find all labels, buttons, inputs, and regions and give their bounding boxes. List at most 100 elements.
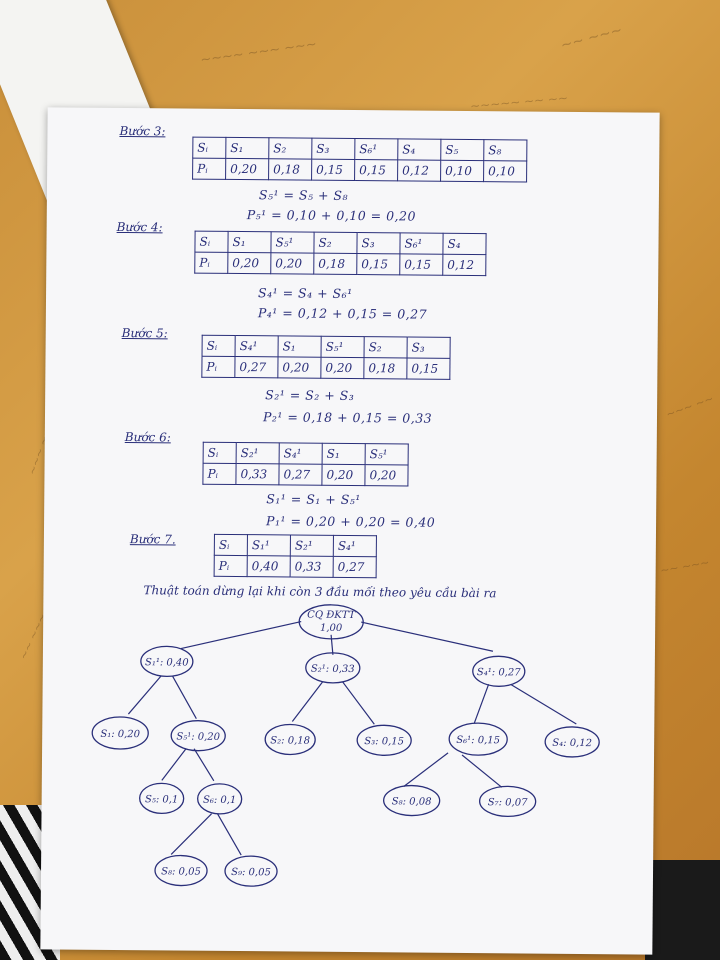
table-cell: 0,12 [442,254,486,276]
tree-edge [403,752,449,787]
tree-edge [172,676,197,719]
table-cell: 0,12 [397,159,441,182]
tree-node-ellipse [224,855,278,887]
table-row-header: Sᵢ [194,231,229,253]
table-cell: S₆¹ [399,232,444,255]
step-label: Bước 3: [119,123,166,139]
desk-scribble: ~~ ~~~ [559,22,625,54]
table-row-header: Sᵢ [192,137,226,159]
tree-edge [291,681,324,722]
table-cell: 0,15 [406,357,451,380]
table-cell: 0,20 [227,252,271,274]
tree-node-s9: S₉: 0,05 [231,867,271,878]
tree-edge [193,748,215,782]
step-label: Bước 4: [116,219,163,235]
probability-formula: P₄¹ = 0,12 + 0,15 = 0,27 [257,305,428,322]
conclusion-text: Thuật toán dừng lại khi còn 3 đầu mối th… [143,583,497,601]
table-cell: S₁ [227,231,272,253]
tree-node-s3: S₃: 0,15 [364,736,404,747]
tree-node-ellipse [170,720,226,752]
tree-node-ellipse [139,782,185,815]
tree-node-s1-prime: S₁¹: 0,40 [145,657,189,668]
table-cell: S₄¹ [279,442,323,465]
tree-node-s8: S₈: 0,08 [392,796,432,807]
table-row-header: Sᵢ [214,534,248,556]
probability-formula: P₅¹ = 0,10 + 0,10 = 0,20 [246,207,417,224]
tree-edge [180,620,302,650]
tree-node-s4: S₄: 0,12 [552,738,592,749]
tree-edge [461,754,503,788]
merge-formula: S₄¹ = S₄ + S₆¹ [258,285,353,302]
table-row-header: Pᵢ [192,158,226,180]
tree-edge [510,683,577,725]
table-cell: S₂ [364,336,408,358]
tree-edge [342,681,375,725]
tree-node-ellipse [472,655,526,687]
tree-node-s1: S₁: 0,20 [100,729,140,740]
table-cell: S₅ [440,139,484,161]
table-cell: 0,20 [277,356,322,379]
table-row-header: Pᵢ [202,463,237,485]
tree-edges [127,620,577,856]
root-node-title: CQ ĐKTT [307,610,357,621]
tree-node-s8-leaf: S₈: 0,05 [161,866,201,877]
tree-node-labels: CQ ĐKTT 1,00 S₁¹: 0,40 S₂¹: 0,33 S₄¹: 0,… [100,610,592,879]
table-cell: 0,15 [311,159,355,181]
root-node-value: 1,00 [320,623,343,634]
tree-node-ellipse [478,785,537,818]
tree-node-ellipse [383,784,441,817]
table-row-header: Pᵢ [214,555,248,577]
table-cell: 0,15 [354,159,398,181]
merge-formula: S₅¹ = S₅ + S₈ [258,187,349,203]
tree-edge [473,684,490,724]
tree-node-ellipse [544,726,600,758]
table-cell: 0,27 [278,463,323,486]
table-cell: S₃ [311,138,355,160]
tree-node-ellipse [298,604,364,640]
desk-scribble: ~~~~ ~~~ ~~~ [199,36,318,69]
table-row-header: Pᵢ [201,356,236,378]
probability-formula: P₁¹ = 0,20 + 0,20 = 0,40 [266,513,436,530]
table-cell: S₂¹ [290,534,334,557]
step-label: Bước 7. [129,532,176,547]
table-cell: S₅¹ [321,336,365,358]
tree-node-s5: S₅: 0,1 [145,794,178,805]
tree-node-s2-prime: S₂¹: 0,33 [311,664,355,675]
table-cell: S₂ [313,232,358,254]
table-cell: S₃ [356,232,401,254]
table-cell: 0,27 [234,356,279,378]
table-cell: 0,20 [320,357,365,379]
table-cell: S₈ [483,139,527,162]
tree-node-ellipse [197,783,243,815]
tree-edge [361,621,494,652]
desk-scribble: ~~ ~~~ [659,555,711,578]
table-cell: 0,40 [247,555,291,577]
tree-node-ellipse [264,723,316,756]
table-cell: 0,20 [364,464,409,487]
tree-edge [161,748,187,781]
table-cell: 0,15 [356,253,400,275]
table-cell: S₁ [225,137,269,159]
tree-edge [170,813,212,855]
table-cell: 0,10 [483,160,527,183]
table-cell: 0,18 [313,253,357,275]
tree-node-ellipse [356,724,412,756]
table-cell: S₆¹ [354,138,398,160]
table-cell: S₁ [278,335,322,358]
table-cell: 0,18 [268,158,312,181]
tree-edge [127,675,162,715]
tree-node-s7: S₇: 0,07 [488,797,528,808]
table-cell: 0,27 [333,556,377,578]
